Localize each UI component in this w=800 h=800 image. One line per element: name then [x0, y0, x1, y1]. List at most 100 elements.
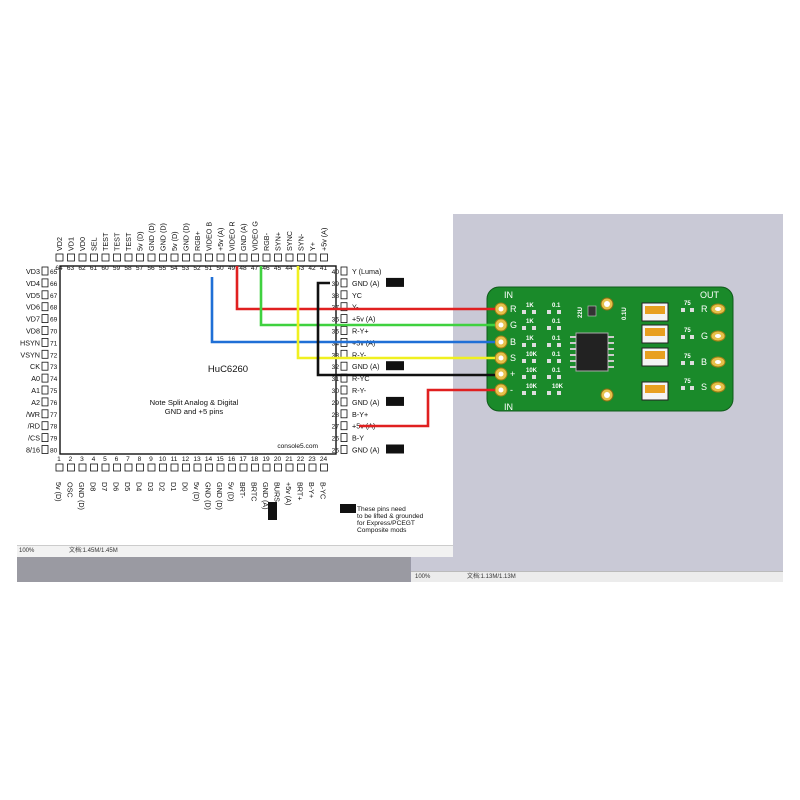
status-bar-right: 100% 文档:1.13M/1.13M [411, 571, 783, 582]
mounting-hole [604, 301, 610, 307]
pin-number: 38 [332, 293, 340, 300]
pin-number: 13 [193, 456, 201, 463]
smd-pad [547, 343, 551, 347]
pin-pad [136, 463, 144, 472]
smd-pad [547, 310, 551, 314]
pin-number: 73 [50, 364, 58, 371]
pin-label: HSYN [20, 338, 40, 347]
chip-name: HuC6260 [208, 364, 248, 375]
pin-label: GND (D) [147, 223, 156, 251]
pin-number: 54 [170, 265, 178, 272]
pin-number: 17 [239, 456, 247, 463]
pin-label: Y- [352, 303, 359, 312]
pin-label: VD6 [26, 303, 40, 312]
ic-pin [608, 360, 614, 362]
pin-number: 80 [50, 448, 58, 455]
ic-pin [608, 348, 614, 350]
pin-label: 5v (D) [227, 482, 236, 502]
smd-pad [532, 343, 536, 347]
pin-label: VD5 [26, 291, 40, 300]
smd-pad [557, 375, 561, 379]
pin-number: 30 [332, 388, 340, 395]
pin-pad [41, 421, 49, 431]
pin-pad [113, 253, 121, 262]
pin-number: 56 [147, 265, 155, 272]
pin-label: BRT- [238, 482, 247, 499]
zoom-level[interactable]: 100% [19, 548, 35, 554]
cap-label: 10K [552, 384, 564, 390]
pin-pad [228, 253, 236, 262]
pin-number: 53 [182, 265, 190, 272]
pin-pad [147, 463, 156, 472]
pin-number: 66 [50, 281, 58, 288]
pin-number: 47 [251, 265, 259, 272]
input-label: + [510, 369, 515, 379]
lift-marker [386, 361, 404, 371]
input-label: R [510, 304, 517, 314]
pin-pad [113, 463, 121, 472]
pin-pad [193, 463, 202, 472]
pin-number: 71 [50, 340, 58, 347]
wire-video-b [210, 277, 495, 344]
pin-number: 51 [205, 265, 213, 272]
pin-pad [41, 385, 49, 395]
smd-pad [522, 359, 526, 363]
ic-pin [570, 366, 576, 368]
pin-number: 48 [239, 265, 247, 272]
pin-pad [101, 253, 110, 262]
zoom-level[interactable]: 100% [415, 574, 431, 580]
output-pad [715, 307, 721, 311]
pin-label: B-Y+ [352, 410, 368, 419]
pin-pad [251, 463, 259, 472]
pin-pad [251, 253, 259, 262]
pin-pad [67, 253, 75, 262]
pin-label: 5v (D) [170, 231, 179, 251]
smd-pad [690, 386, 694, 390]
cap-01u: 0.1U [622, 307, 628, 320]
pin-label: VD3 [26, 267, 40, 276]
pin-label: +5v (A) [284, 482, 293, 505]
ic-pin [608, 342, 614, 344]
cap-label: 0.1 [552, 303, 561, 309]
pin-number: 32 [332, 364, 340, 371]
tantalum-body [645, 385, 665, 393]
smd-pad [557, 326, 561, 330]
pin-number: 76 [50, 400, 58, 407]
cap-label: 0.1 [552, 336, 561, 342]
pin-label: R-YC [352, 374, 370, 383]
pin-number: 55 [159, 265, 167, 272]
wire-gnd [316, 281, 495, 377]
pin-pad [78, 253, 87, 262]
pin-pad [136, 253, 144, 262]
pin-number: 8 [138, 456, 142, 463]
pin-pad [41, 361, 49, 371]
lift-marker [386, 277, 404, 287]
pin-pad [41, 290, 49, 300]
pin-label: +5v (A) [320, 228, 329, 251]
pin-number: 62 [78, 265, 86, 272]
input-label: - [510, 385, 513, 395]
pin-label: VD0 [78, 237, 87, 251]
pin-number: 22 [297, 456, 305, 463]
legend-text: Composite mods [357, 527, 407, 534]
pin-label: +5v (A) [352, 315, 375, 324]
pin-pad [308, 463, 317, 472]
pin-pad [340, 326, 348, 335]
smd-pad [690, 308, 694, 312]
pin-number: 5 [103, 456, 107, 463]
output-pad [715, 360, 721, 364]
pin-label: B-Y+ [307, 482, 316, 498]
pin-label: /CS [28, 434, 40, 443]
smd-pad [532, 326, 536, 330]
pin-pad [41, 445, 49, 454]
pin-pad [285, 253, 294, 262]
lift-marker [386, 396, 404, 406]
pin-number: 58 [124, 265, 132, 272]
pin-number: 12 [182, 456, 190, 463]
tantalum-body [645, 306, 665, 314]
cap-label: 0.1 [552, 352, 561, 358]
pin-pad [274, 463, 282, 472]
pin-label: Y+ [308, 242, 317, 251]
pin-label: GND (A) [352, 362, 380, 371]
legend-text: for Express/PCEGT [357, 520, 415, 527]
